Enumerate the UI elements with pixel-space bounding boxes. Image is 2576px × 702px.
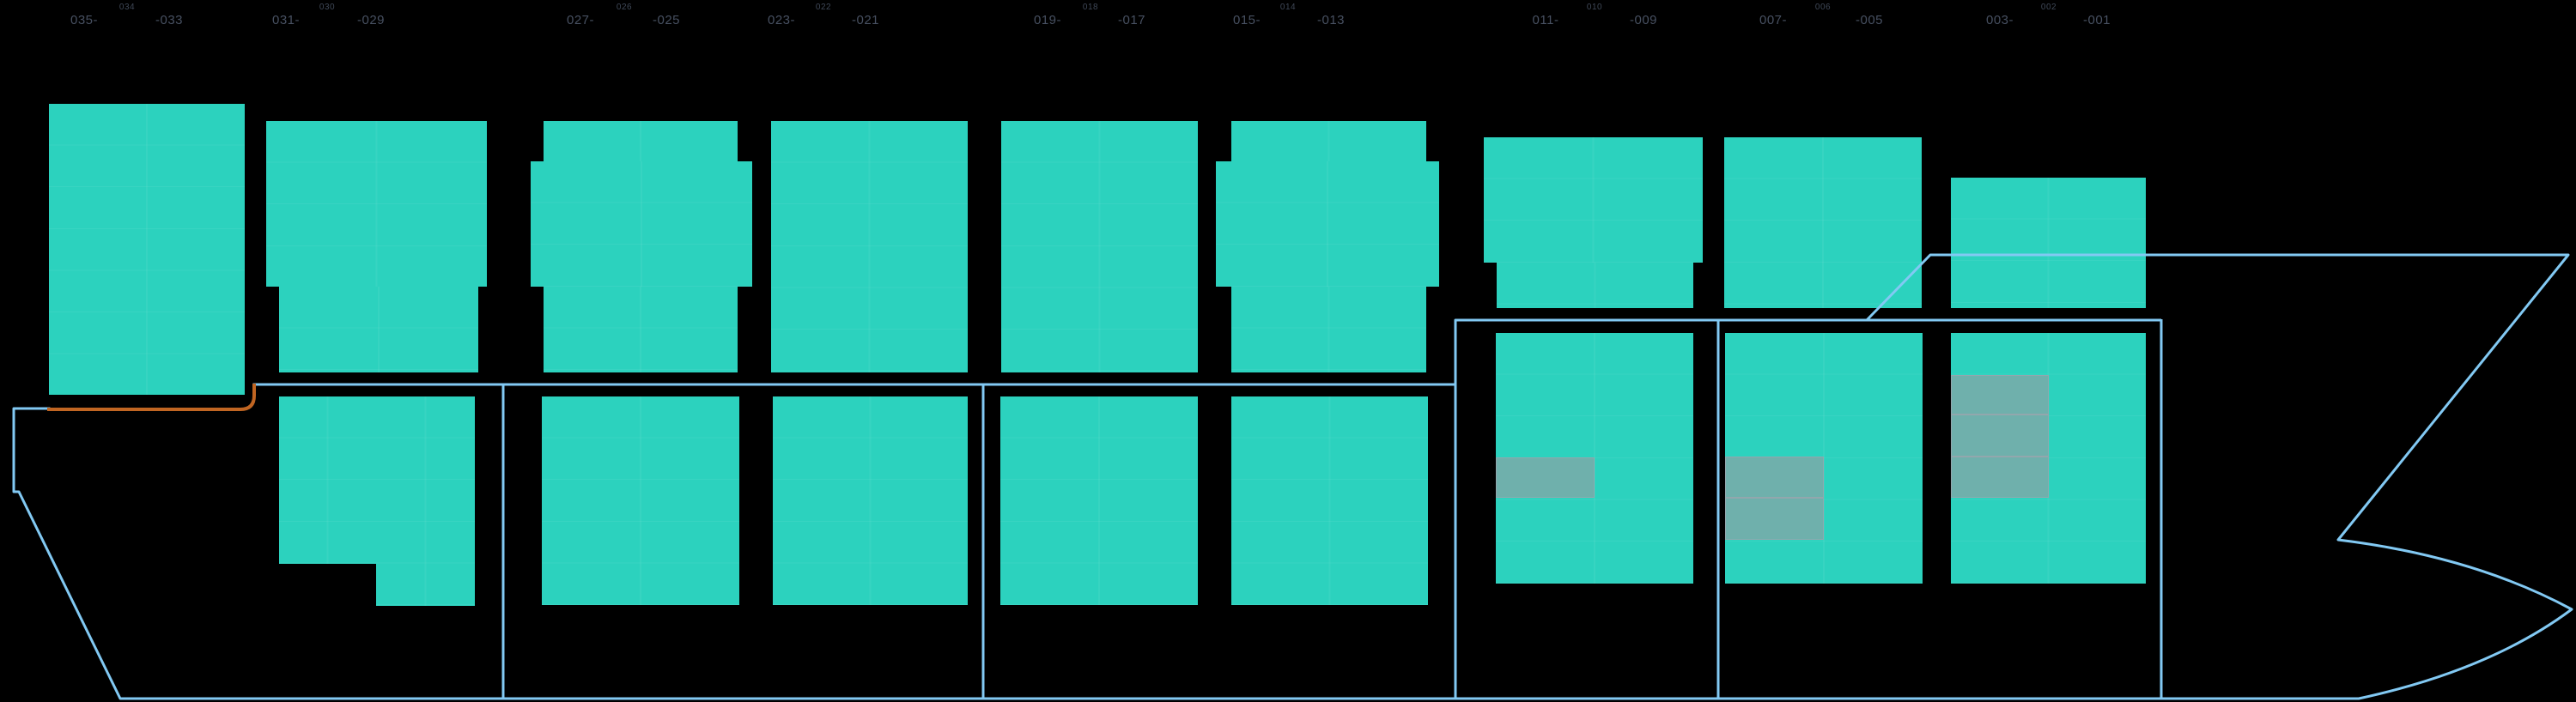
bay-number-label: -021 [851, 13, 880, 27]
bay-number-label: 011- [1532, 13, 1559, 27]
bay-number-label: -025 [652, 13, 681, 27]
bay-number-label: 031- [271, 13, 301, 27]
bay-number-label: 019- [1033, 13, 1062, 27]
bay-number-label-small: 030 [319, 3, 336, 12]
bay-number-label: 003- [1985, 13, 2014, 27]
bay-number-label: 023- [767, 13, 796, 27]
bay-number-label-small: 018 [1082, 3, 1099, 12]
bay-number-label: 027- [566, 13, 595, 27]
bay-number-label: 007- [1759, 13, 1788, 27]
bay-number-label: 035- [70, 13, 99, 27]
bay-number-label: 015- [1232, 13, 1261, 27]
bay-number-label: -009 [1629, 13, 1658, 27]
upper-deck-bay-block-014[interactable] [1231, 121, 1426, 161]
bay-number-label-small: 022 [815, 3, 832, 12]
bay-number-label: -017 [1117, 13, 1146, 27]
bay-number-label: -029 [356, 13, 386, 27]
upper-deck-bay-block-010[interactable] [1484, 137, 1703, 263]
upper-deck-bay-block-026[interactable] [544, 121, 738, 161]
bay-number-label: -005 [1855, 13, 1884, 27]
bay-number-label-small: 006 [1814, 3, 1832, 12]
bay-number-label-small: 010 [1586, 3, 1603, 12]
bay-number-label: -033 [155, 13, 184, 27]
bay-number-label-small: 014 [1279, 3, 1297, 12]
bay-number-label-small: 002 [2040, 3, 2057, 12]
bay-number-label: -013 [1316, 13, 1346, 27]
bay-number-label-small: 034 [118, 3, 136, 12]
bay-number-label-small: 026 [616, 3, 633, 12]
bay-number-label: -001 [2082, 13, 2111, 27]
